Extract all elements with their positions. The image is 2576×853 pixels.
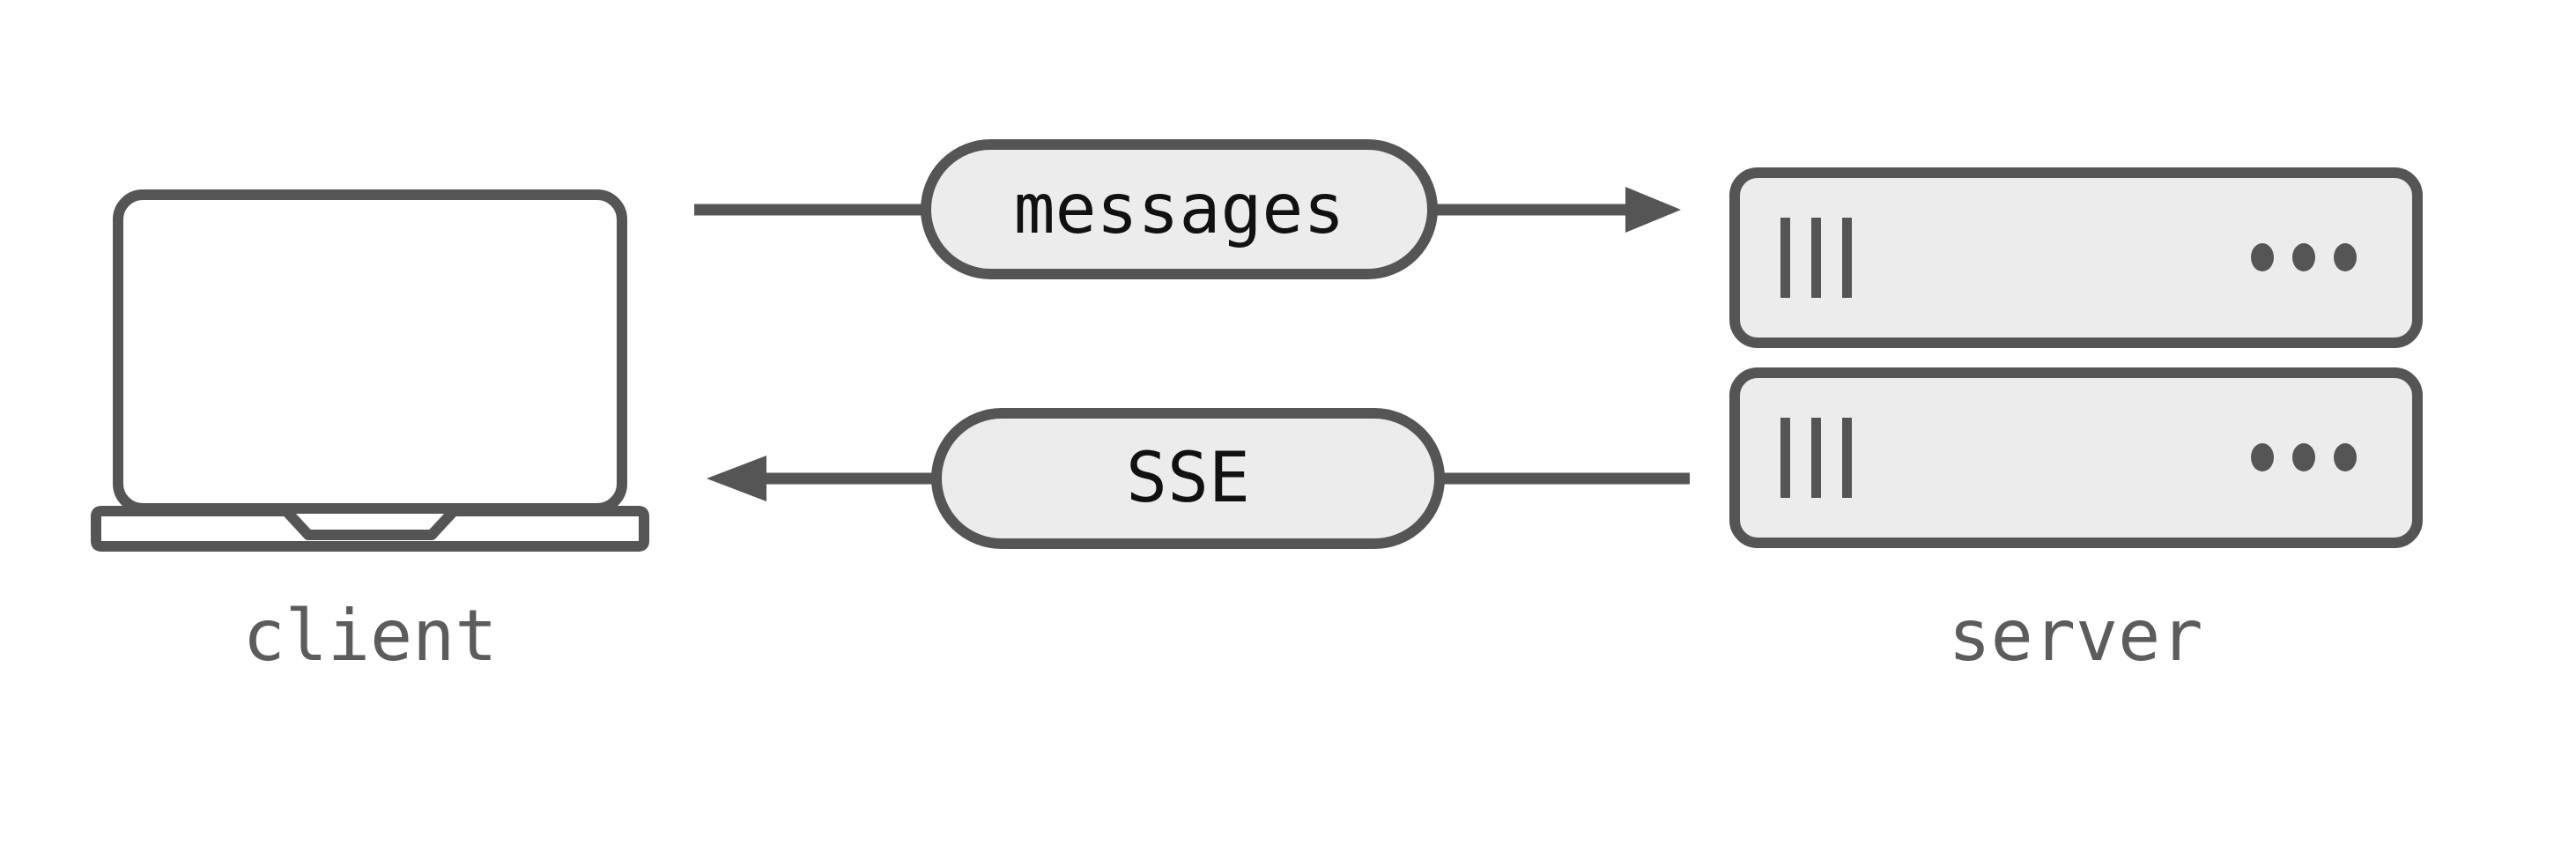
arrow-server-to-client (707, 456, 1690, 501)
server-rack-top (1729, 167, 2423, 348)
arrow-client-to-server (694, 187, 1681, 233)
server-rack-bottom (1729, 367, 2423, 548)
server-led-dots (2251, 243, 2357, 271)
sse-pill-label: SSE (1126, 439, 1250, 518)
server-vent-lines (1780, 418, 1852, 498)
server-vent-lines (1780, 218, 1852, 298)
server-led-dots (2251, 443, 2357, 471)
server-label: server (1948, 595, 2203, 677)
server-icon (1729, 167, 2423, 548)
sse-pill: SSE (931, 408, 1445, 549)
laptop-screen (113, 189, 627, 514)
arrowhead-left-icon (707, 456, 766, 501)
client-label: client (242, 595, 498, 677)
laptop-icon (91, 189, 649, 552)
arrowhead-right-icon (1625, 187, 1681, 233)
messages-pill: messages (921, 139, 1438, 279)
laptop-base (91, 506, 649, 552)
messages-pill-label: messages (1013, 169, 1345, 249)
